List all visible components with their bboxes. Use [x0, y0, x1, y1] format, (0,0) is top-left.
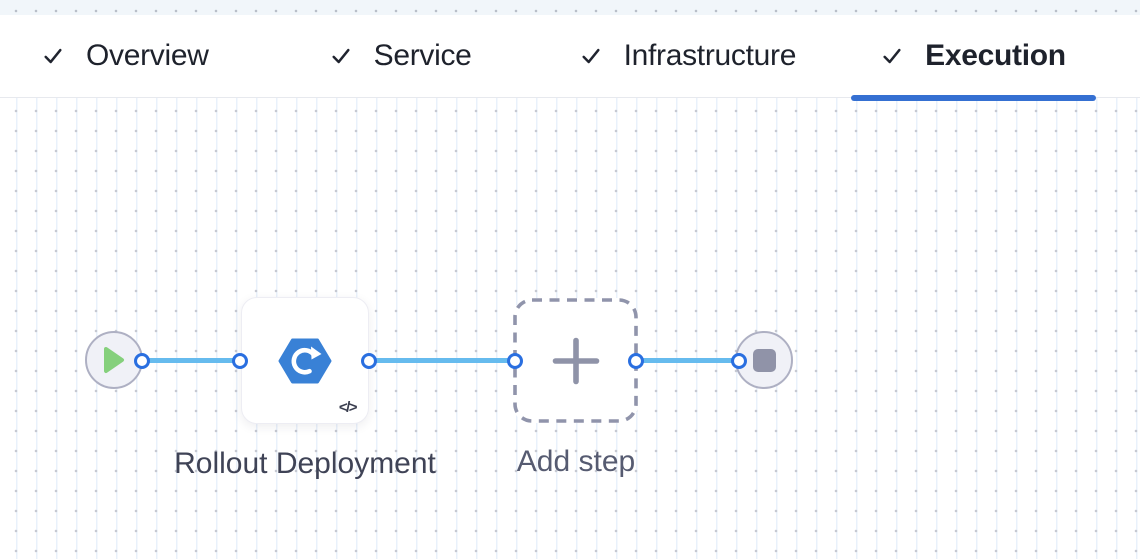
tab-label: Infrastructure: [623, 39, 797, 72]
check-icon: [581, 48, 600, 64]
connector-start-out[interactable]: [134, 352, 150, 369]
tab-service[interactable]: Service: [298, 15, 504, 97]
check-icon: [332, 48, 350, 64]
tab-overview[interactable]: Overview: [10, 15, 241, 97]
connector-rollout-in[interactable]: [232, 352, 248, 369]
check-icon: [44, 48, 62, 64]
check-icon: [883, 48, 901, 64]
active-tab-underline: [851, 95, 1096, 101]
edge-addstep-to-end: [636, 358, 739, 363]
plus-icon: [552, 337, 599, 384]
tab-label: Overview: [86, 39, 209, 72]
connector-end-in[interactable]: [731, 352, 747, 369]
tab-label: Service: [373, 39, 472, 72]
dashed-border: [513, 298, 638, 423]
stage-tabbar: Overview Service Infrastructure Executio…: [0, 15, 1140, 101]
connector-rollout-out[interactable]: [361, 352, 377, 369]
edge-start-to-rollout: [142, 358, 240, 363]
pipeline-start-node: [85, 331, 143, 389]
play-icon: [104, 347, 124, 373]
canvas-top-strip: [0, 0, 1140, 15]
step-label-rollout-deployment: Rollout Deployment: [174, 447, 436, 480]
tab-infrastructure[interactable]: Infrastructure: [548, 15, 829, 97]
code-step-icon: </>: [338, 399, 358, 416]
edge-rollout-to-addstep: [369, 358, 515, 363]
add-step-button[interactable]: [513, 298, 638, 423]
connector-addstep-in[interactable]: [507, 352, 523, 369]
rolling-deployment-hexagon-icon: [278, 338, 332, 383]
stop-icon: [752, 348, 776, 372]
connector-addstep-out[interactable]: [628, 352, 644, 369]
tab-label: Execution: [925, 39, 1066, 72]
step-rollout-deployment[interactable]: </>: [241, 297, 369, 424]
step-label-add-step: Add step: [516, 445, 636, 478]
pipeline-canvas[interactable]: </> Rollout Deployment Add step: [0, 98, 1140, 559]
tab-execution[interactable]: Execution: [849, 15, 1098, 101]
